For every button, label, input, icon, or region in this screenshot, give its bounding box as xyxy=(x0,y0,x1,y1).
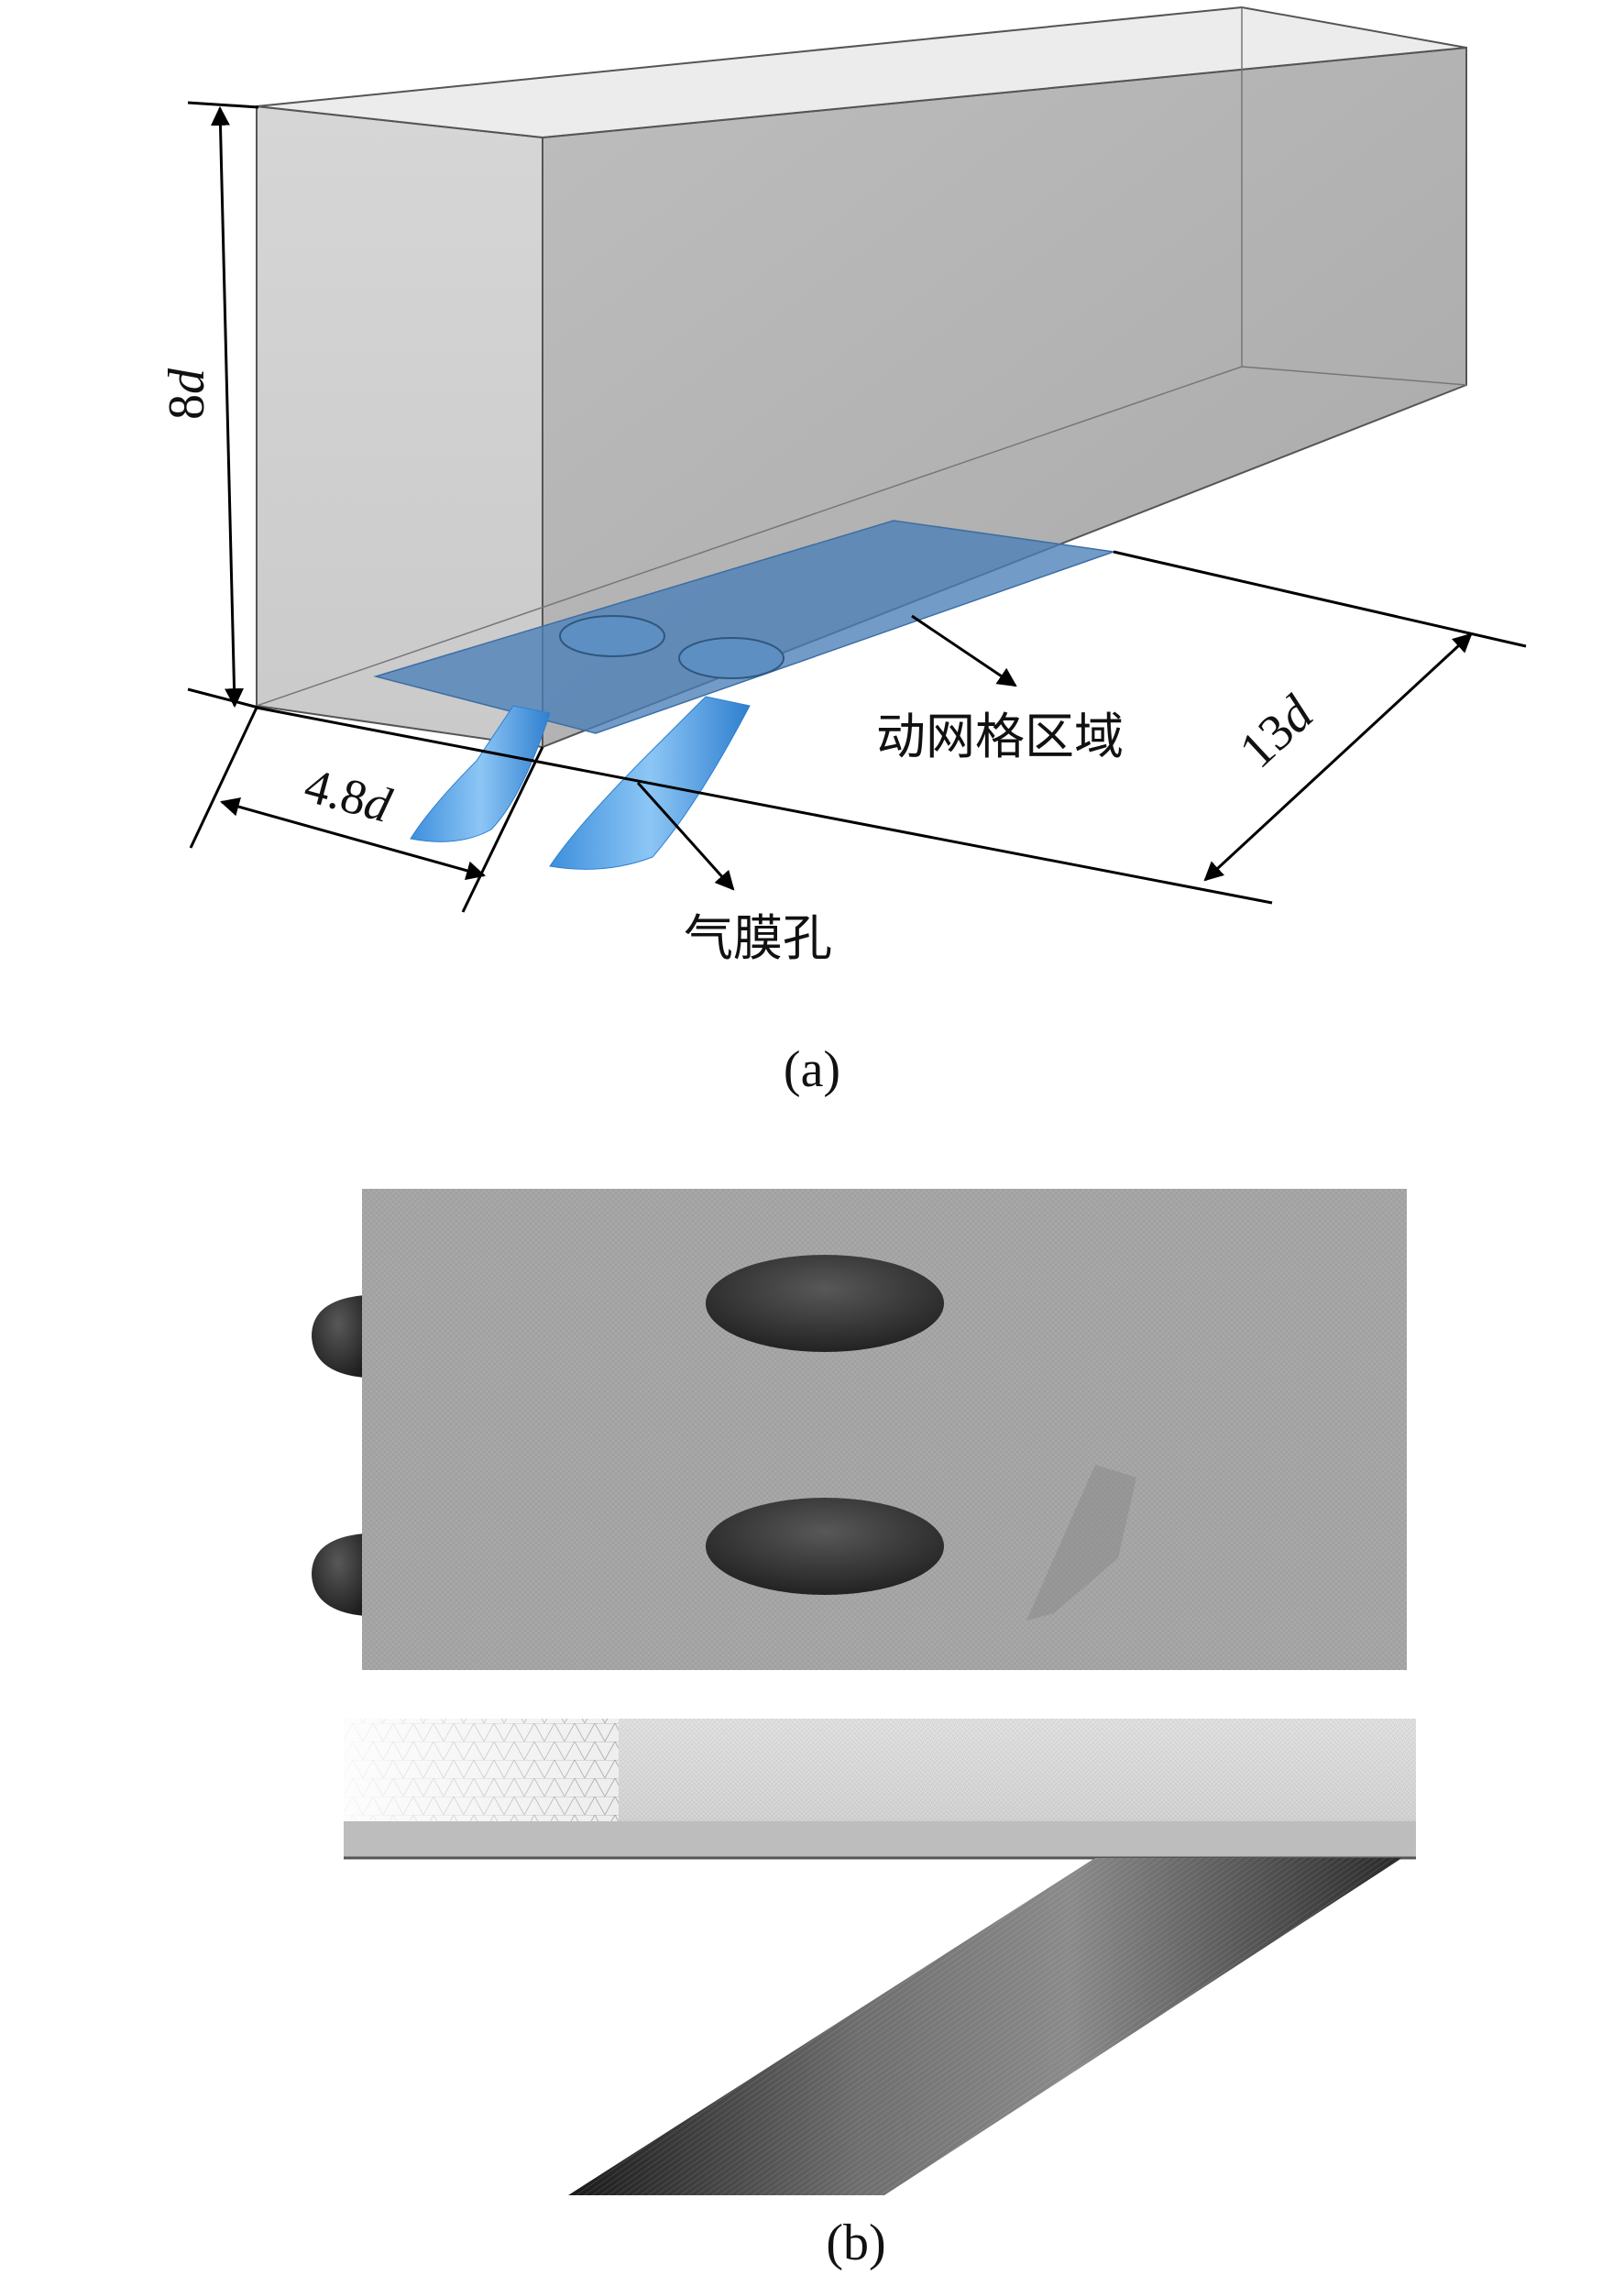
boundary-layer-band xyxy=(344,1821,1416,1858)
dim-label-height: 8d xyxy=(159,368,215,420)
caption-b: (b) xyxy=(826,2215,885,2271)
ext-line-far-bottom xyxy=(1113,550,1527,648)
pointer-arrow-film-hole xyxy=(636,781,735,891)
mesh-refinement-streak xyxy=(1026,1465,1136,1621)
ext-line-front-bottom xyxy=(256,706,1273,905)
label-dynamic-mesh-region: 动网格区域 xyxy=(876,708,1124,765)
mesh-hole-ellipse-1 xyxy=(559,615,665,657)
panel-a-3d-domain: 8d 4.8d 13d 动网格区域 气膜孔 (a) xyxy=(159,5,1527,1098)
side-hole-bump-2 xyxy=(312,1533,365,1616)
domain-back-bottom-edge xyxy=(256,366,1243,707)
caption-a: (a) xyxy=(784,1041,840,1098)
ext-line-left-base xyxy=(189,707,258,849)
dim-arrow-height xyxy=(210,105,245,709)
side-view-coarse-fade xyxy=(344,1719,619,1821)
top-view-hole-1 xyxy=(706,1255,944,1352)
panel-b-mesh: (b) xyxy=(312,1189,1416,2271)
side-view-pipe-texture xyxy=(568,1858,1402,2195)
dim-arrow-length xyxy=(1203,632,1473,882)
dim-label-width: 4.8d xyxy=(299,757,398,833)
dim-label-length: 13d xyxy=(1229,685,1324,779)
label-film-hole: 气膜孔 xyxy=(684,909,832,967)
mesh-hole-ellipse-2 xyxy=(678,637,785,679)
top-view-mesh-shade xyxy=(362,1189,1407,1670)
dim-arrow-width xyxy=(219,797,487,881)
side-hole-bump-1 xyxy=(312,1295,365,1378)
domain-top-face xyxy=(256,5,1467,139)
ext-line-bottom-left xyxy=(187,687,259,709)
ext-line-front-base xyxy=(461,746,544,913)
ext-line-top-left xyxy=(187,101,259,109)
top-view-hole-2 xyxy=(706,1498,944,1595)
pointer-arrow-dynamic-mesh xyxy=(911,614,1017,687)
